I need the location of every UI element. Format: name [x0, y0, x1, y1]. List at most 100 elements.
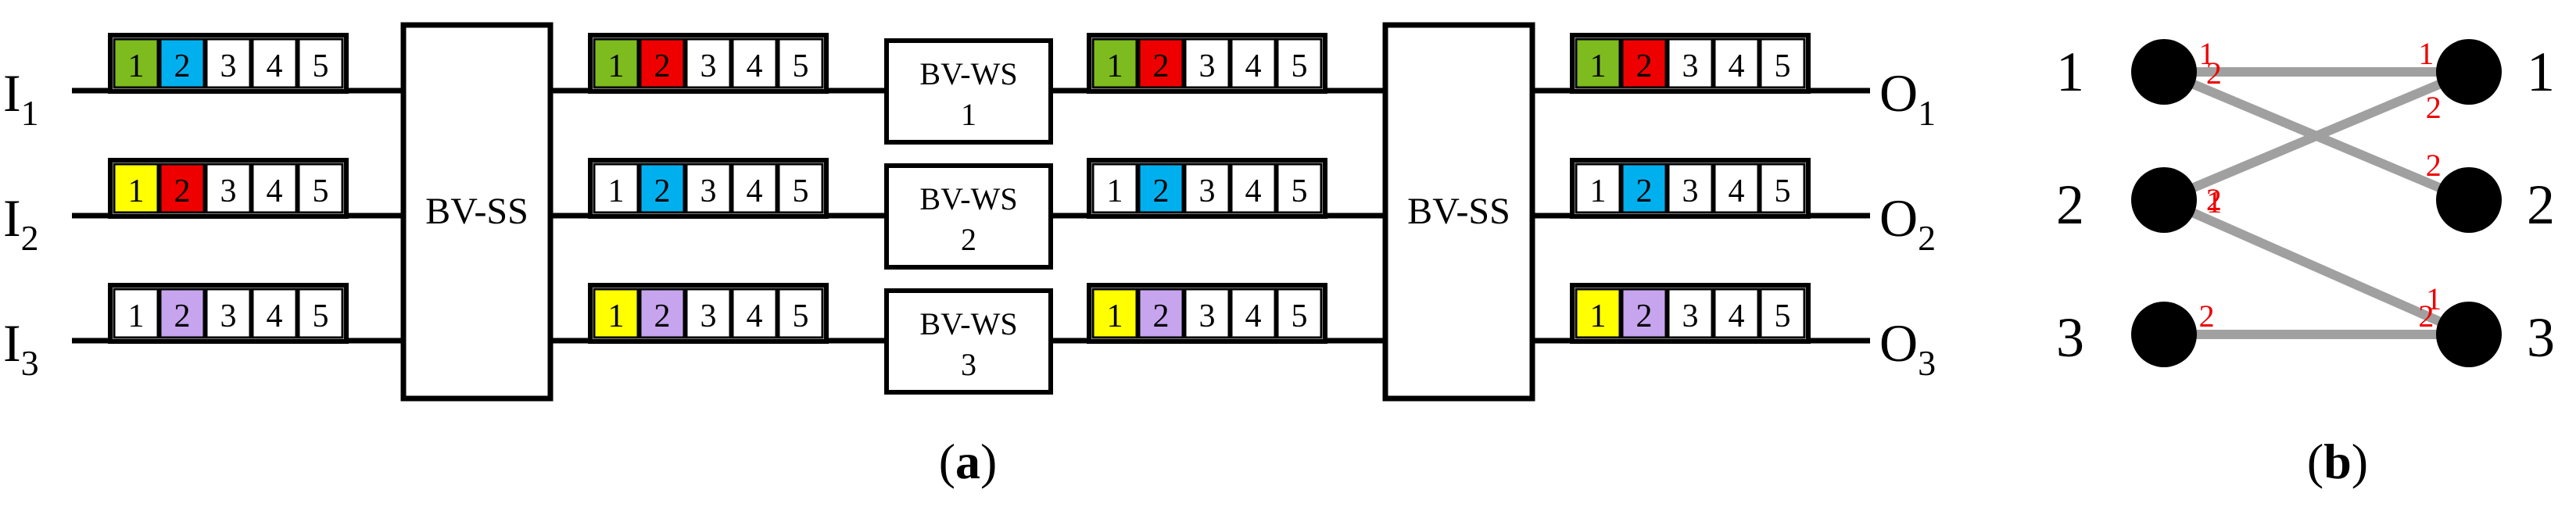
edge-label: 2	[2426, 148, 2442, 183]
slot-number: 1	[608, 298, 625, 334]
slot-number: 2	[1153, 173, 1170, 209]
edge-label: 1	[2199, 36, 2215, 71]
left-node-label-1: 1	[2056, 41, 2084, 103]
slot-cell	[1230, 38, 1277, 89]
matching-edge	[2162, 195, 2471, 339]
slot-cell	[1621, 163, 1668, 214]
slot-number: 4	[1729, 173, 1745, 209]
slot-cell	[1759, 163, 1806, 214]
slot-number: 2	[174, 48, 191, 84]
slot-number: 2	[1636, 173, 1653, 209]
slot-cell	[1667, 163, 1714, 214]
slot-cell	[1184, 163, 1231, 214]
switch-left-label: BV-SS	[425, 191, 528, 232]
slot-cell	[1621, 38, 1668, 89]
slot-number: 3	[1682, 48, 1699, 84]
edge-label: 2	[2418, 298, 2434, 334]
slot-cell	[1575, 163, 1621, 214]
slot-number: 1	[608, 48, 625, 84]
ws-box-2: BV-WS 2	[884, 163, 1053, 270]
ws-box-1-number: 1	[961, 97, 976, 132]
slot-cell	[1276, 288, 1323, 339]
ws-box-2-number: 2	[961, 222, 976, 257]
slot-number: 5	[1775, 298, 1791, 334]
slot-number: 1	[1590, 298, 1607, 334]
ws-box-3: BV-WS 3	[884, 288, 1053, 395]
input-label-3: I3	[3, 313, 39, 383]
slot-cell	[159, 288, 206, 339]
slot-number: 4	[1729, 48, 1745, 84]
ws-box-2-title: BV-WS	[919, 181, 1017, 216]
slot-number: 3	[1199, 173, 1216, 209]
edge-label: 1	[2426, 281, 2442, 316]
slot-number: 5	[1292, 48, 1308, 84]
slot-number: 4	[267, 298, 283, 334]
slot-cell	[1138, 163, 1184, 214]
slot-number: 2	[1153, 298, 1170, 334]
slot-cell	[1276, 163, 1323, 214]
slot-cell	[1575, 38, 1621, 89]
slot-number: 2	[174, 173, 191, 209]
slot-cell	[593, 38, 640, 89]
slot-cell	[639, 163, 686, 214]
slot-cell	[205, 163, 252, 214]
slot-cell	[1230, 163, 1277, 214]
slot-number: 3	[1682, 298, 1699, 334]
right-node-label-2: 2	[2527, 173, 2555, 236]
slot-number: 2	[1153, 48, 1170, 84]
slot-cell	[1138, 288, 1184, 339]
slot-cell	[685, 288, 732, 339]
slot-cell	[297, 288, 344, 339]
output-label-1: O1	[1879, 63, 1936, 133]
slot-cell	[639, 38, 686, 89]
slot-number: 4	[267, 48, 283, 84]
slot-cell	[159, 38, 206, 89]
slot-number: 4	[747, 48, 763, 84]
slot-number: 4	[1245, 48, 1262, 84]
slot-number: 1	[1590, 173, 1607, 209]
edge-label: 1	[2418, 36, 2434, 71]
slot-number: 4	[1245, 173, 1262, 209]
slot-cell	[685, 163, 732, 214]
slot-cell	[251, 288, 298, 339]
left-node-label-2: 2	[2056, 173, 2084, 236]
slot-cell	[1091, 288, 1138, 339]
ws-box-3-title: BV-WS	[919, 306, 1017, 341]
slot-cell	[1276, 38, 1323, 89]
slot-cell	[251, 38, 298, 89]
edge-label: 2	[2206, 55, 2222, 91]
slot-number: 5	[793, 48, 809, 84]
slot-number: 5	[313, 298, 329, 334]
edge-label: 2	[2199, 298, 2215, 334]
input-label-2: I2	[3, 188, 39, 258]
slot-number: 1	[128, 298, 145, 334]
slot-number: 3	[220, 298, 237, 334]
output-label-2: O2	[1879, 188, 1936, 258]
right-node	[2436, 302, 2502, 367]
slot-cell	[1759, 38, 1806, 89]
matching-edge	[2162, 67, 2471, 205]
slot-number: 1	[608, 173, 625, 209]
slot-cell	[777, 38, 824, 89]
slot-number: 3	[700, 298, 717, 334]
slot-number: 5	[313, 173, 329, 209]
slot-number: 2	[1636, 48, 1653, 84]
slot-cell	[1184, 38, 1231, 89]
slot-cell	[205, 38, 252, 89]
slot-cell	[113, 163, 159, 214]
right-node	[2436, 167, 2502, 233]
left-node-label-3: 3	[2056, 306, 2084, 369]
slot-cell	[1091, 38, 1138, 89]
slot-number: 4	[1729, 298, 1745, 334]
switch-left: BV-SS	[400, 22, 554, 402]
slot-cell	[1091, 163, 1138, 214]
